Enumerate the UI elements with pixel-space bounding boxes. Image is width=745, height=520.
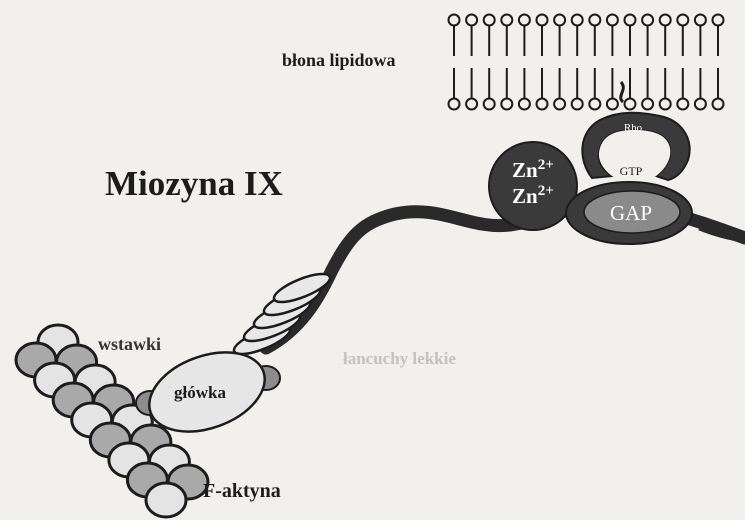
lipid-head-lower bbox=[572, 99, 583, 110]
lipid-head-upper bbox=[695, 15, 706, 26]
head-label: główka bbox=[174, 383, 226, 402]
lipid-head-upper bbox=[466, 15, 477, 26]
lipid-head-lower bbox=[660, 99, 671, 110]
membrane-label: błona lipidowa bbox=[282, 50, 396, 70]
lipid-head-lower bbox=[589, 99, 600, 110]
lipid-head-upper bbox=[713, 15, 724, 26]
lipid-head-upper bbox=[501, 15, 512, 26]
lipid-head-lower bbox=[449, 99, 460, 110]
lipid-head-lower bbox=[713, 99, 724, 110]
lipid-head-lower bbox=[677, 99, 688, 110]
lipid-head-lower bbox=[501, 99, 512, 110]
lipid-head-upper bbox=[519, 15, 530, 26]
lipid-head-upper bbox=[589, 15, 600, 26]
lipid-head-upper bbox=[660, 15, 671, 26]
lipid-head-upper bbox=[554, 15, 565, 26]
lipid-head-lower bbox=[466, 99, 477, 110]
lipid-head-upper bbox=[572, 15, 583, 26]
lipid-head-lower bbox=[642, 99, 653, 110]
lipid-head-upper bbox=[484, 15, 495, 26]
lipid-head-lower bbox=[537, 99, 548, 110]
lipid-head-lower bbox=[519, 99, 530, 110]
lipid-head-lower bbox=[484, 99, 495, 110]
actin-label: F-aktyna bbox=[203, 480, 281, 502]
gtp-label: GTP bbox=[620, 164, 643, 178]
lipid-head-upper bbox=[625, 15, 636, 26]
lipid-head-lower bbox=[695, 99, 706, 110]
gap-label: GAP bbox=[610, 201, 652, 225]
lipid-head-upper bbox=[449, 15, 460, 26]
zinc-domain: Zn2+ Zn2+ bbox=[489, 142, 577, 230]
rho-label: Rho bbox=[624, 122, 643, 134]
lipid-head-lower bbox=[625, 99, 636, 110]
lipid-head-lower bbox=[554, 99, 565, 110]
light-chains-label: łancuchy lekkie bbox=[343, 349, 456, 368]
inserts-label: wstawki bbox=[98, 334, 161, 354]
lipid-head-upper bbox=[607, 15, 618, 26]
lipid-head-lower bbox=[607, 99, 618, 110]
lipid-head-upper bbox=[537, 15, 548, 26]
actin-bead bbox=[146, 483, 186, 517]
diagram-title: Miozyna IX bbox=[105, 164, 283, 203]
lipid-head-upper bbox=[677, 15, 688, 26]
gap-domain: GAP bbox=[566, 182, 692, 244]
lipid-head-upper bbox=[642, 15, 653, 26]
